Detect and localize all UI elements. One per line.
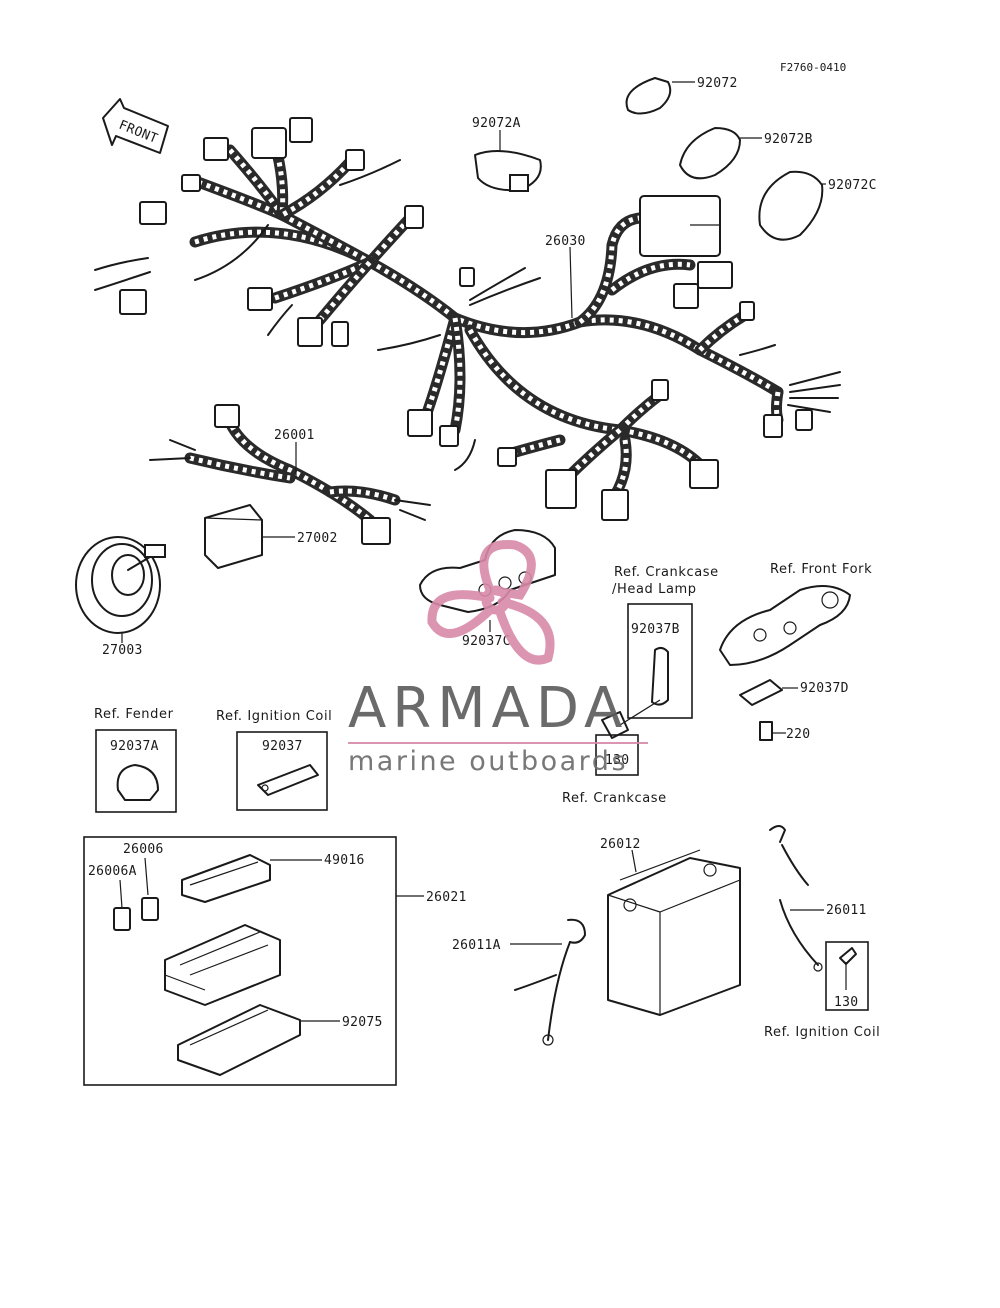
ref-crankcase-headlamp-line1: Ref. Crankcase xyxy=(614,565,719,580)
ref-crankcase-headlamp-group: Ref. Crankcase /Head Lamp 92037B 130 Ref… xyxy=(562,565,719,806)
label-130a: 130 xyxy=(605,753,629,768)
label-92037A: 92037A xyxy=(110,739,159,754)
front-arrow-icon: FRONT xyxy=(102,98,169,154)
battery-cable-26011A: 26011A xyxy=(452,918,586,1046)
ref-front-fork: Ref. Front Fork xyxy=(770,562,872,577)
battery-cable-26011: 26011 130 Ref. Ignition Coil xyxy=(764,825,880,1040)
propeller-logo-icon xyxy=(427,540,555,665)
label-92072A: 92072A xyxy=(472,116,521,131)
diagram-code: F2760-0410 xyxy=(780,61,846,74)
label-27003: 27003 xyxy=(102,643,143,658)
label-26012: 26012 xyxy=(600,837,641,852)
front-arrow-label: FRONT xyxy=(117,118,160,147)
clamp-92072: 92072 xyxy=(625,76,738,115)
label-27002: 27002 xyxy=(297,531,338,546)
ref-crankcase: Ref. Crankcase xyxy=(562,791,667,806)
label-92072C: 92072C xyxy=(828,178,877,193)
fuse-box-group-26021: 26006 26006A 49016 92075 26021 xyxy=(83,836,467,1086)
label-92072B: 92072B xyxy=(764,132,813,147)
label-92037: 92037 xyxy=(262,739,303,754)
label-26006: 26006 xyxy=(123,842,164,857)
label-26021: 26021 xyxy=(426,890,467,905)
relay-27002: 27002 xyxy=(204,504,338,569)
horn-27003: 27003 xyxy=(75,536,166,658)
watermark: ARMADA marine outboards xyxy=(348,540,648,777)
label-26030: 26030 xyxy=(545,234,586,249)
label-92037C: 92037C xyxy=(462,634,511,649)
label-130b: 130 xyxy=(834,995,858,1010)
ref-front-fork-group: Ref. Front Fork 92037D 220 xyxy=(719,562,872,742)
clamp-92072A: 92072A xyxy=(472,116,542,192)
label-220: 220 xyxy=(786,727,810,742)
label-26011: 26011 xyxy=(826,903,867,918)
label-49016: 49016 xyxy=(324,853,365,868)
clamp-92072B: 92072B xyxy=(679,127,813,180)
sub-harness-26001: 26001 xyxy=(149,404,431,545)
label-92037B: 92037B xyxy=(631,622,680,637)
clamp-92072C: 92072C xyxy=(758,170,877,241)
label-26006A: 26006A xyxy=(88,864,137,879)
battery-26012: 26012 xyxy=(600,837,741,1016)
ref-ignition-coil: Ref. Ignition Coil xyxy=(216,709,332,724)
main-harness-26030 xyxy=(94,117,841,521)
watermark-brand: ARMADA xyxy=(348,676,628,741)
ref-crankcase-headlamp-line2: /Head Lamp xyxy=(612,582,697,597)
watermark-tagline: marine outboards xyxy=(348,746,628,777)
label-92037D: 92037D xyxy=(800,681,849,696)
bracket-92037C: 92037C xyxy=(419,529,556,649)
label-92075: 92075 xyxy=(342,1015,383,1030)
ref-ignition-coil-group: Ref. Ignition Coil 92037 xyxy=(216,709,332,811)
label-26011A: 26011A xyxy=(452,938,501,953)
ref-fender-group: Ref. Fender 92037A xyxy=(94,707,177,813)
label-26001: 26001 xyxy=(274,428,315,443)
ref-ignition-coil-2: Ref. Ignition Coil xyxy=(764,1025,880,1040)
label-92072: 92072 xyxy=(697,76,738,91)
ref-fender: Ref. Fender xyxy=(94,707,174,722)
